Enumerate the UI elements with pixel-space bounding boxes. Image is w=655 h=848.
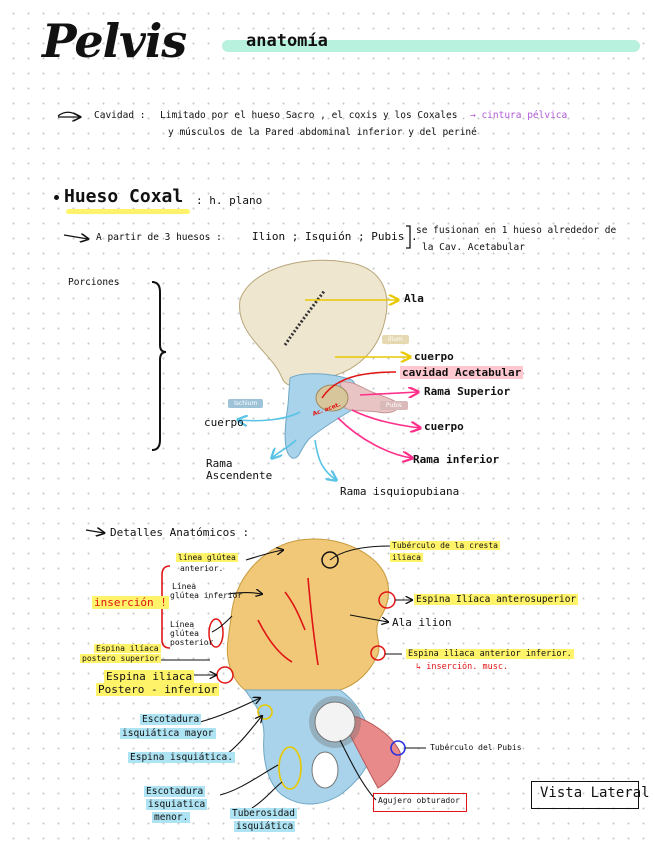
- label-cavidad-acetabular: cavidad Acetabular: [400, 366, 524, 379]
- fusion-line-2: la Cav. Acetabular: [422, 242, 525, 253]
- label-linea-glutea-posterior-2: glútea: [170, 629, 199, 638]
- label-linea-glutea-posterior-1: Línea: [170, 620, 195, 629]
- bone-type: : h. plano: [196, 194, 263, 207]
- label-tuberculo-cresta-1: Tubérculo de la cresta: [390, 541, 500, 550]
- label-agujero-obturador: Agujero obturador: [378, 796, 460, 805]
- label-linea-glutea-anterior-1: línea glútea: [176, 553, 238, 562]
- label-escotadura-menor-1: Escotadura: [144, 786, 206, 797]
- section-heading: Hueso Coxal: [64, 186, 184, 207]
- label-rama-ascendente-1: Rama: [206, 457, 233, 470]
- section-bullet: [54, 195, 59, 200]
- label-linea-glutea-anterior-2: anterior.: [180, 564, 224, 573]
- label-espina-antero-inferior: Espina iliaca anterior inferior.: [406, 649, 574, 659]
- vista-box: [531, 781, 639, 809]
- fusion-line-1: se fusionan en 1 hueso alrededor de: [416, 225, 617, 236]
- label-escotadura-menor-3: menor.: [152, 812, 191, 823]
- label-tuberosidad-1: Tuberosidad: [230, 808, 297, 819]
- bullet-arrow-icon: [63, 235, 88, 239]
- tag-ischium: Ischium: [228, 399, 264, 408]
- label-espina-ps-1: Espina ilíaca: [94, 644, 161, 653]
- label-cuerpo-ilion: cuerpo: [414, 350, 454, 363]
- section-underline: [66, 209, 190, 214]
- label-linea-glutea-inferior-1: Línea: [172, 582, 197, 591]
- label-linea-glutea-posterior-3: posterior: [170, 638, 214, 647]
- agujero-box: [373, 793, 467, 812]
- coxal-bone-diagram-1: [239, 259, 401, 459]
- label-cuerpo-isquion: cuerpo: [204, 416, 244, 429]
- tag-pubis: Pubis: [380, 401, 408, 410]
- label-tuberculo-pubis: Tubérculo del Pubis: [430, 743, 522, 752]
- label-espina-antero-superior: Espina Ilíaca anterosuperior: [414, 594, 579, 605]
- label-escotadura-mayor-2: isquiática mayor: [120, 728, 216, 739]
- cavidad-label: Cavidad :: [94, 110, 146, 121]
- cavidad-line-2: y músculos de la Pared abdominal inferio…: [168, 127, 477, 138]
- porciones-brace: [151, 281, 167, 451]
- porciones-label: Porciones: [68, 277, 120, 288]
- label-tuberculo-cresta-2: iliaca: [390, 553, 423, 562]
- label-rama-isquiopubiana: Rama isquiopubiana: [340, 485, 460, 498]
- bullet-arrow-icon: [85, 530, 104, 533]
- subtitle-highlight: [222, 40, 640, 52]
- tag-ilium: Ilium: [382, 335, 409, 344]
- label-ala: Ala: [404, 292, 424, 305]
- bones-intro: A partir de 3 huesos :: [96, 232, 222, 243]
- label-rama-inferior: Rama inferior: [413, 453, 500, 466]
- label-ala-ilion: Ala ilion: [392, 616, 452, 629]
- label-espina-pi-2: Postero - inferior: [96, 683, 220, 696]
- page-subtitle: anatomía: [246, 31, 328, 51]
- label-tuberosidad-2: isquiática: [234, 821, 296, 832]
- bones-list: Ilion ; Isquión ; Pubis .: [252, 230, 418, 243]
- page-title: Pelvis: [42, 14, 187, 68]
- label-rama-superior: Rama Superior: [424, 385, 511, 398]
- label-vista-lateral: Vista Lateral: [540, 785, 650, 801]
- label-linea-glutea-inferior-2: glútea inferior: [170, 591, 243, 600]
- label-insercion-musc: ↳ inserción. musc.: [416, 662, 509, 672]
- label-espina-pi-1: Espina iliaca: [104, 670, 195, 683]
- cavidad-link: → cintura pélvica: [470, 110, 568, 121]
- label-rama-ascendente-2: Ascendente: [206, 469, 273, 482]
- detalles-heading: Detalles Anatómicos :: [110, 526, 250, 539]
- coxal-bone-diagram-2: [208, 538, 406, 805]
- label-escotadura-mayor-1: Escotadura: [140, 714, 202, 725]
- bullet-arrow-icon: [57, 111, 81, 118]
- label-cuerpo-pubis: cuerpo: [424, 420, 464, 433]
- label-espina-ps-2: postero superior: [80, 654, 162, 663]
- label-espina-isquiatica: Espina isquiática.: [128, 752, 235, 763]
- cavidad-line-1: Limitado por el hueso Sacro , el coxis y…: [160, 110, 458, 121]
- label-escotadura-menor-2: isquiatica: [146, 799, 208, 810]
- label-insercion: inserción !: [92, 596, 169, 609]
